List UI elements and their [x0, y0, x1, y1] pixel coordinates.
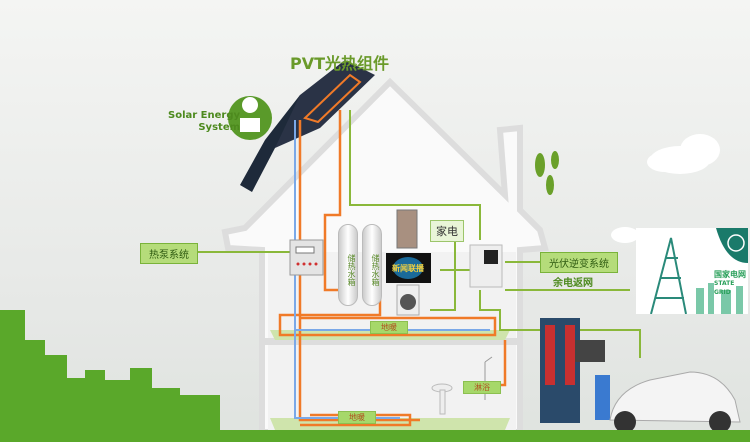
state-grid-logo-icon: [727, 234, 745, 252]
plant-leaves: [535, 151, 559, 195]
refrigerator: [396, 209, 418, 249]
pv-inverter-label: 光伏逆变系统: [540, 252, 618, 273]
heat-pump-controller: [289, 239, 324, 276]
page-title: PVT光热组件: [290, 54, 390, 73]
state-grid-card: 国家电网 STATE GRID: [636, 228, 748, 315]
solar-energy-logo-text: Solar Energy System: [168, 110, 240, 134]
heat-pump-label: 热泵系统: [140, 243, 198, 264]
power-tower-illustration: [650, 228, 748, 315]
appliances-label: 家电: [430, 220, 464, 242]
fuel-pump: [540, 318, 610, 423]
state-grid-name: 国家电网 STATE GRID: [714, 270, 748, 297]
grid-feed-label: 余电返网: [553, 278, 593, 289]
tv-screen-text: 新闻联播: [392, 264, 424, 273]
electric-car: [609, 371, 741, 433]
solar-energy-logo: [228, 96, 272, 140]
cloud: [611, 227, 639, 243]
water-tank-1: 储热水箱: [338, 224, 358, 306]
shower-label: 淋浴: [463, 381, 501, 394]
floor-divider: [262, 338, 520, 345]
sink: [431, 383, 453, 415]
solar-logo-line1: Solar Energy: [168, 110, 241, 121]
floor-heating-upper-label: 地暖: [370, 321, 408, 334]
grass: [0, 310, 750, 442]
solar-logo-line2: System: [198, 122, 241, 133]
water-tank-2: 储热水箱: [362, 224, 382, 306]
state-grid-cn: 国家电网: [714, 270, 746, 279]
cloud: [647, 134, 720, 174]
floor-heating-lower-label: 地暖: [338, 411, 376, 424]
state-grid-en: STATE GRID: [714, 280, 735, 296]
